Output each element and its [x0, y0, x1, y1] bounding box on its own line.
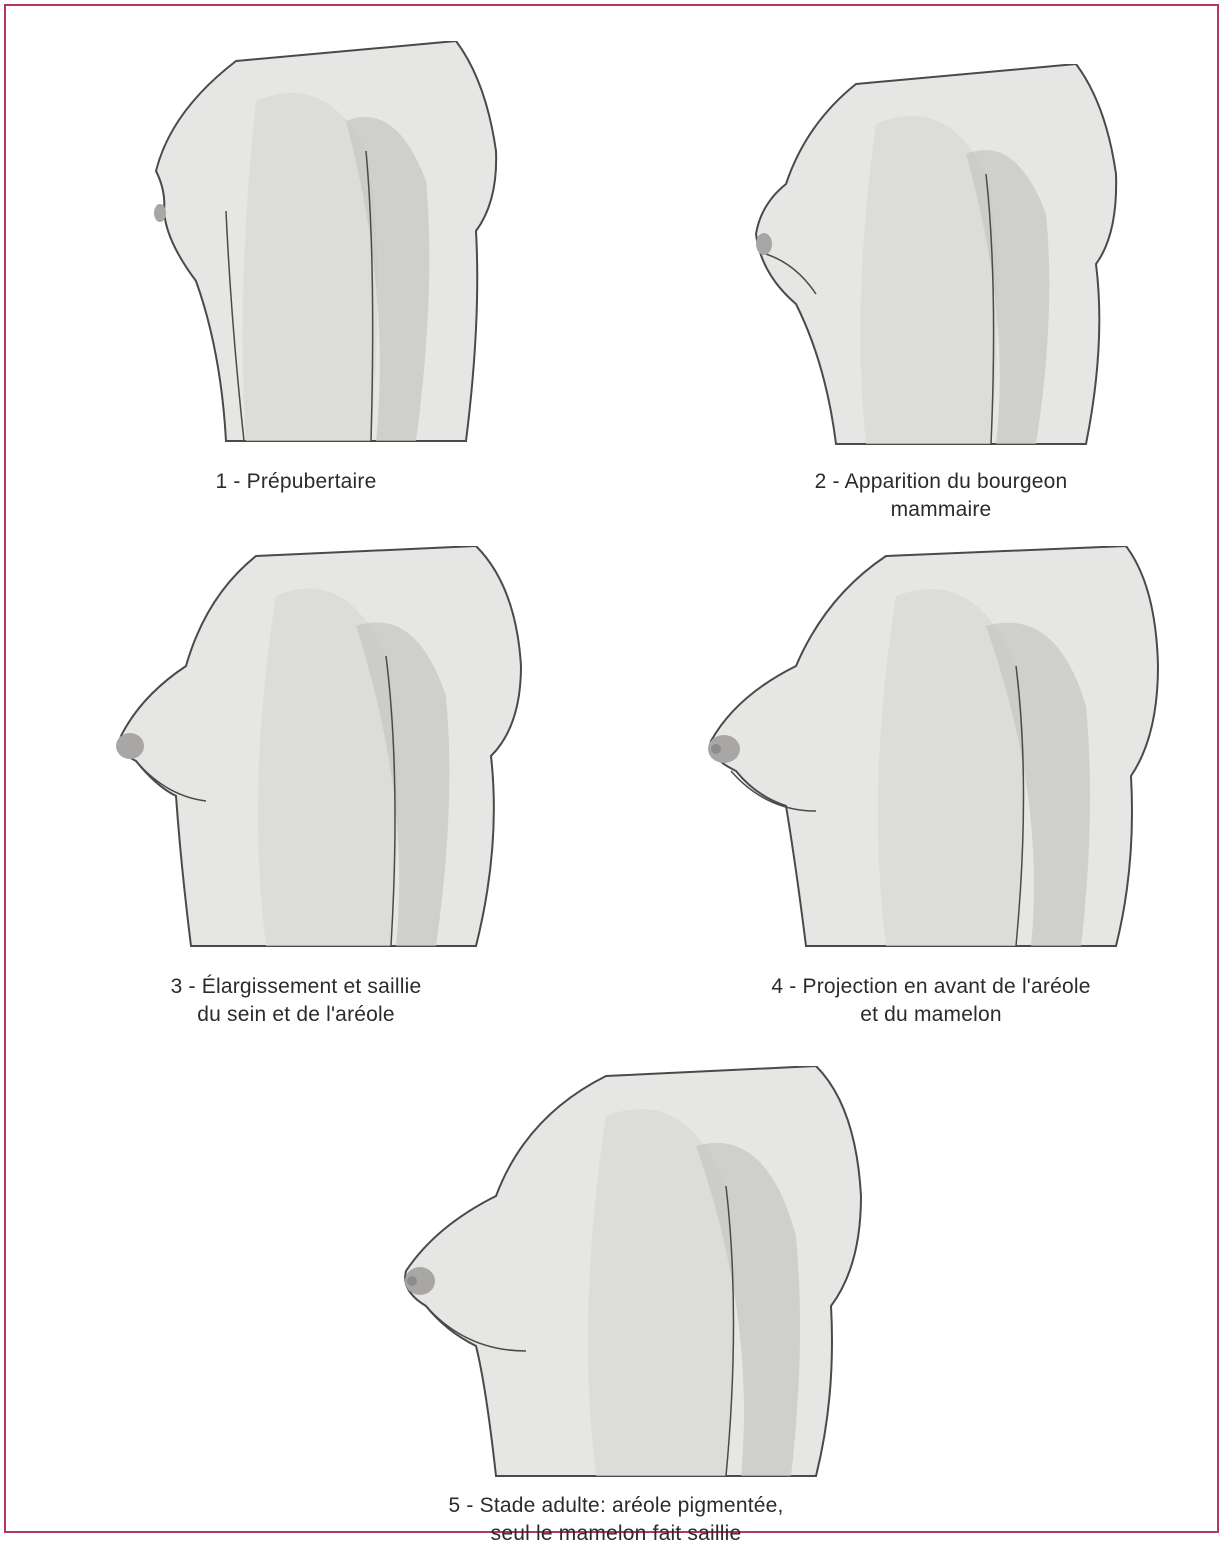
- torso-illustration-stage-4: [686, 546, 1166, 956]
- caption-stage-3: 3 - Élargissement et saillie du sein et …: [66, 973, 526, 1029]
- caption-line: du sein et de l'aréole: [66, 1001, 526, 1029]
- torso-illustration-stage-3: [96, 546, 536, 956]
- caption-line: 1 - Prépubertaire: [136, 468, 456, 496]
- caption-line: 4 - Projection en avant de l'aréole: [661, 973, 1201, 1001]
- caption-line: mammaire: [706, 496, 1176, 524]
- caption-stage-4: 4 - Projection en avant de l'aréole et d…: [661, 973, 1201, 1029]
- caption-line: seul le mamelon fait saillie: [336, 1520, 896, 1548]
- caption-stage-2: 2 - Apparition du bourgeon mammaire: [706, 468, 1176, 524]
- figure-frame: 1 - Prépubertaire 2 - Apparition du bour…: [4, 4, 1219, 1533]
- torso-illustration-stage-5: [376, 1066, 876, 1486]
- caption-line: 3 - Élargissement et saillie: [66, 973, 526, 1001]
- caption-stage-1: 1 - Prépubertaire: [136, 468, 456, 496]
- caption-line: 2 - Apparition du bourgeon: [706, 468, 1176, 496]
- torso-illustration-stage-1: [126, 41, 516, 451]
- caption-line: 5 - Stade adulte: aréole pigmentée,: [336, 1492, 896, 1520]
- caption-line: et du mamelon: [661, 1001, 1201, 1029]
- torso-illustration-stage-2: [726, 64, 1126, 454]
